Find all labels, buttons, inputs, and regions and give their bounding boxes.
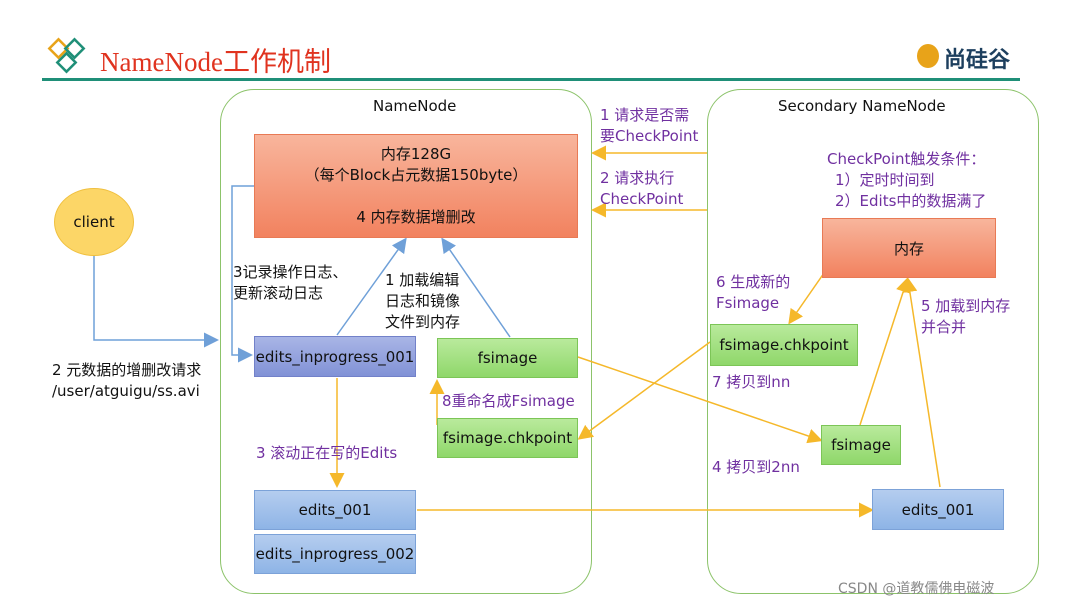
arrow-memory-to-edits-log [231, 185, 254, 363]
arrow-fsimage-to-memory [441, 237, 511, 338]
namenode-fsimage-box: fsimage [437, 338, 578, 378]
arrow-edits-to-memory-2nn [902, 277, 941, 488]
arrow-edits-to-memory [336, 237, 407, 336]
client-label: client [73, 213, 115, 231]
step2-execute-label: 2 请求执行 CheckPoint [600, 169, 684, 208]
secondary-fsimage-box: fsimage [821, 425, 901, 465]
secondary-namenode-title: Secondary NameNode [778, 97, 946, 115]
step7-copy-label: 7 拷贝到nn [712, 373, 791, 391]
secondary-namenode-container [707, 89, 1039, 594]
checkpoint-trigger-label: CheckPoint触发条件： 1）定时时间到 2）Edits中的数据满了 [827, 150, 987, 210]
client-request-label: 2 元数据的增删改请求 /user/atguigu/ss.avi [52, 361, 202, 400]
namenode-title: NameNode [373, 97, 457, 115]
brand-logo-icon [917, 44, 939, 68]
edits-inprogress-002-box: edits_inprogress_002 [254, 534, 416, 574]
step4-copy-label: 4 拷贝到2nn [712, 458, 800, 476]
step3-log-label: 3记录操作日志、 更新滚动日志 [233, 263, 348, 302]
brand-name: 尚硅谷 [944, 48, 1011, 73]
step6-gen-label: 6 生成新的 Fsimage [716, 273, 791, 312]
edits-inprogress-001-box: edits_inprogress_001 [254, 336, 416, 377]
step3-roll-label: 3 滚动正在写的Edits [256, 444, 398, 462]
edits-001-box: edits_001 [254, 490, 416, 530]
step1-request-label: 1 请求是否需 要CheckPoint [600, 106, 699, 145]
step5-load-label: 5 加载到内存 并合并 [921, 297, 1011, 336]
secondary-edits-001-box: edits_001 [872, 489, 1004, 530]
page-title: NameNode工作机制 [100, 47, 331, 77]
arrow-client-to-edits [93, 255, 219, 348]
header-divider [42, 78, 1020, 81]
watermark: CSDN @道教儒佛电磁波 [838, 581, 995, 597]
arrow-copy-fsimage-to-2nn [577, 356, 823, 444]
arrow-copy-to-nn [577, 341, 711, 440]
secondary-memory-box: 内存 [822, 218, 996, 278]
secondary-fsimage-chkpoint-box: fsimage.chkpoint [710, 324, 858, 366]
namenode-memory-box: 内存128G （每个Block占元数据150byte） 4 内存数据增删改 [254, 134, 578, 238]
diamond-logo-icon [46, 36, 92, 78]
arrow-fsimage-to-memory-2nn [859, 277, 911, 426]
client-node: client [54, 188, 134, 256]
namenode-container [220, 89, 592, 594]
step1-load-label: 1 加载编辑 日志和镜像 文件到内存 [385, 271, 461, 331]
step8-rename-label: 8重命名成Fsimage [442, 392, 575, 410]
namenode-fsimage-chkpoint-box: fsimage.chkpoint [437, 418, 578, 458]
